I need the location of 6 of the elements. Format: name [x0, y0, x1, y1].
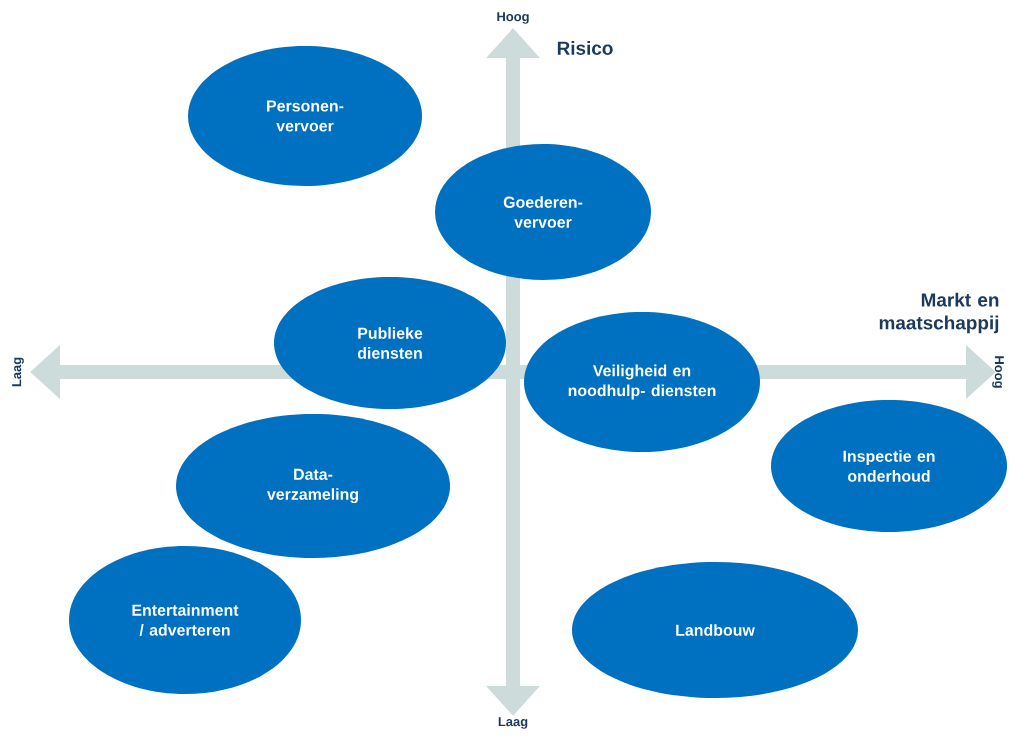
axis-end-label: Laag [498, 717, 528, 729]
axis-end-label: Hoog [497, 12, 529, 24]
axis-title: Markt en maatschappij [879, 292, 999, 334]
axis-end-label: Laag [12, 357, 24, 387]
axis-title: Risico [557, 41, 613, 55]
axis-end-label: Hoog [992, 356, 1004, 388]
